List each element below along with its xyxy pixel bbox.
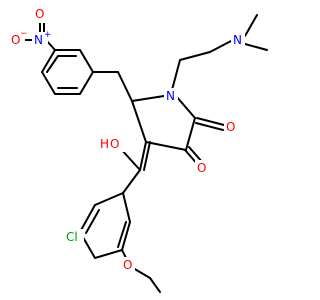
label-mask bbox=[33, 7, 47, 23]
label-mask bbox=[64, 229, 84, 245]
atom-o-minus: O bbox=[11, 33, 20, 47]
bond-lines bbox=[17, 14, 268, 293]
bond-line bbox=[185, 117, 196, 151]
bond-line bbox=[143, 141, 151, 171]
bond-line bbox=[139, 141, 147, 171]
bond-line bbox=[122, 169, 141, 194]
bond-line bbox=[171, 59, 181, 91]
bond-line bbox=[79, 71, 94, 95]
bond-line bbox=[117, 221, 127, 248]
bond-line bbox=[244, 43, 268, 51]
bond-line bbox=[79, 204, 96, 233]
atom-labels: O − N + O N N O O H O Cl O bbox=[9, 7, 245, 273]
bond-line bbox=[117, 71, 133, 102]
label-mask bbox=[224, 119, 238, 135]
bond-line bbox=[79, 49, 94, 73]
bond-line bbox=[41, 71, 56, 95]
bond-line bbox=[175, 95, 196, 119]
bond-line bbox=[121, 221, 131, 251]
atom-cl: Cl bbox=[66, 230, 78, 244]
label-mask bbox=[164, 88, 178, 104]
bond-line bbox=[131, 95, 165, 102]
bond-line bbox=[85, 209, 100, 234]
atom-o-methoxy: O bbox=[123, 258, 132, 272]
molecule-structure: O − N + O N N O O H O Cl O bbox=[9, 7, 268, 293]
bond-line bbox=[145, 141, 187, 151]
bond-line bbox=[46, 55, 59, 73]
atom-n-dimethylamino: N bbox=[233, 33, 242, 47]
label-mask bbox=[121, 257, 135, 273]
charge-plus: + bbox=[44, 30, 52, 40]
label-mask bbox=[32, 32, 48, 48]
atom-o-hydroxy: O bbox=[110, 137, 119, 151]
bond-line bbox=[179, 51, 211, 61]
atom-o-ketone-2: O bbox=[226, 120, 235, 134]
label-mask bbox=[9, 32, 25, 48]
atom-n-plus: N bbox=[34, 33, 43, 47]
bond-line bbox=[209, 40, 232, 53]
atom-o-nitro: O bbox=[35, 7, 44, 21]
bond-line bbox=[195, 122, 224, 131]
atom-n-ring: N bbox=[166, 89, 175, 103]
charge-minus: − bbox=[20, 29, 28, 39]
bond-line bbox=[149, 277, 161, 293]
bond-line bbox=[131, 100, 147, 143]
bond-line bbox=[121, 249, 127, 259]
bond-line bbox=[122, 192, 131, 223]
label-mask bbox=[195, 160, 209, 176]
bond-line bbox=[94, 249, 123, 259]
bond-line bbox=[244, 14, 258, 37]
bond-line bbox=[41, 49, 56, 73]
label-mask bbox=[231, 33, 245, 49]
bond-line bbox=[132, 267, 151, 279]
atom-o-ketone-3: O bbox=[197, 161, 206, 175]
atom-h-hydroxy: H bbox=[100, 137, 109, 151]
bond-line bbox=[196, 117, 225, 126]
label-mask bbox=[99, 136, 125, 152]
bond-line bbox=[94, 192, 124, 206]
